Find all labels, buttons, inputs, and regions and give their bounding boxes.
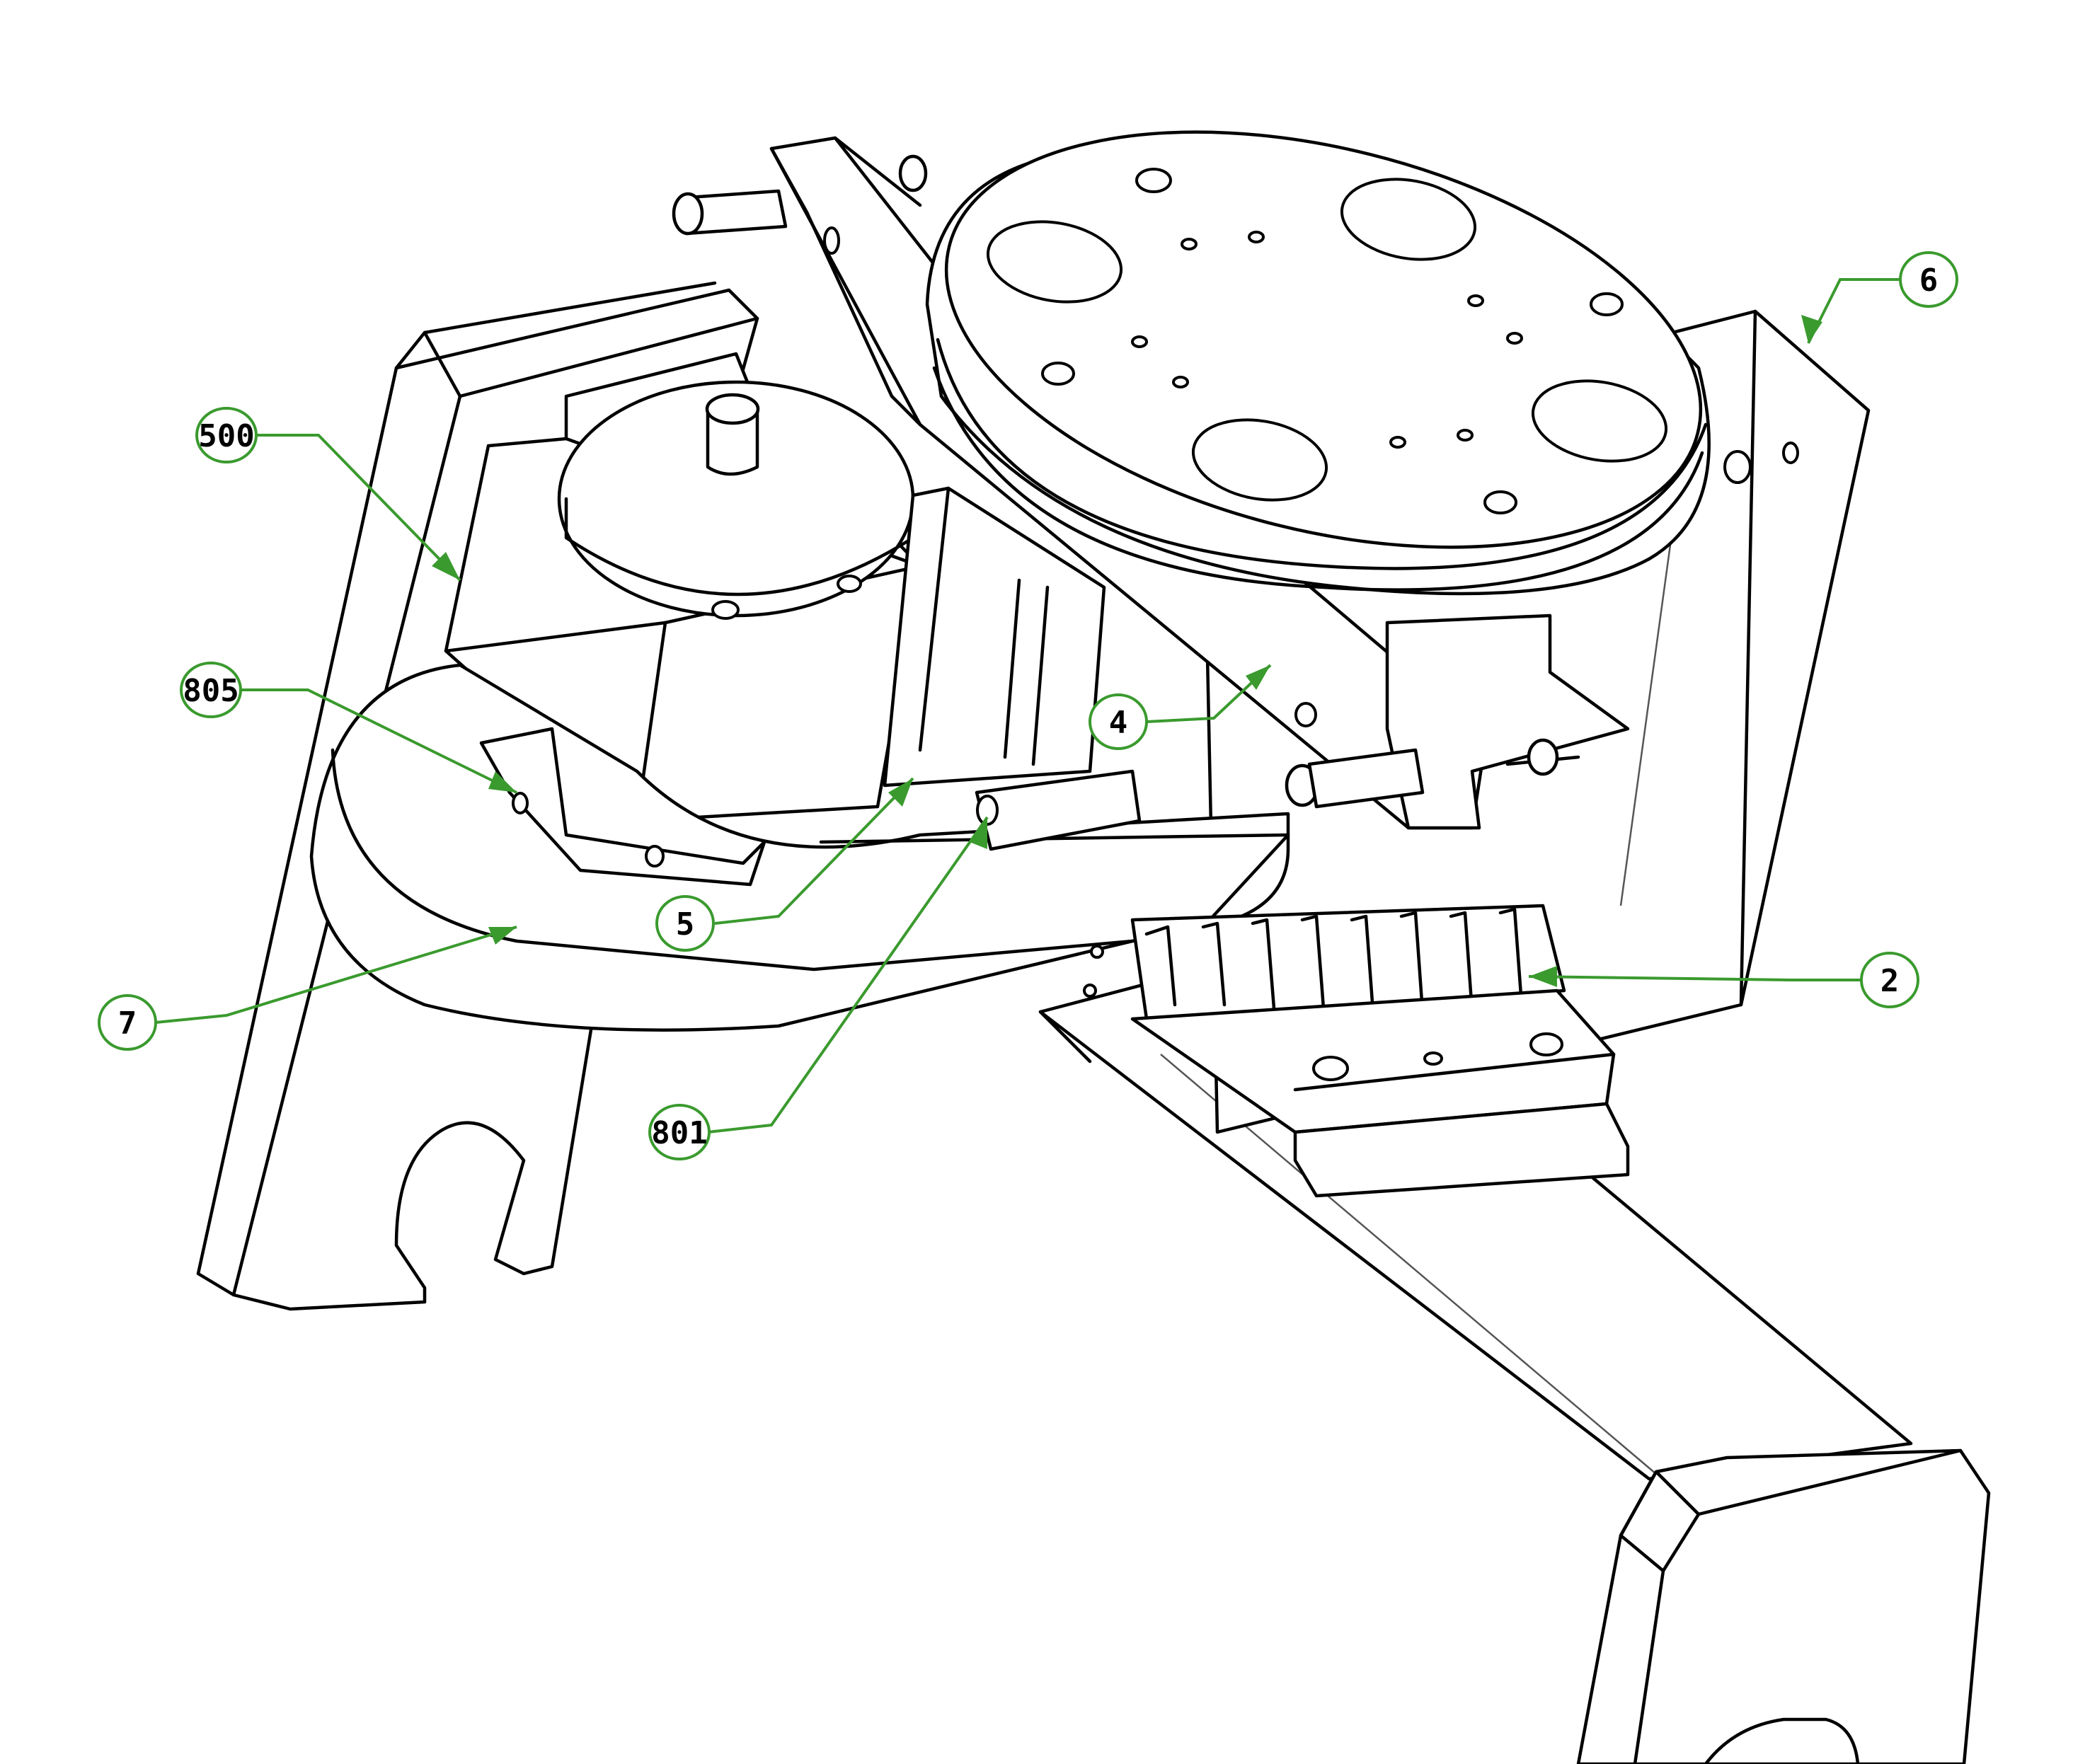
svg-text:500: 500: [198, 418, 254, 454]
clamp-805: [479, 727, 766, 887]
callout-801: 801: [648, 1104, 711, 1160]
arrow-2: [1529, 966, 1557, 987]
leader-801: [707, 816, 989, 1134]
callout-805: 805: [180, 662, 242, 718]
svg-text:7: 7: [118, 1005, 137, 1042]
arrow-5: [888, 778, 913, 807]
svg-text:2: 2: [1880, 963, 1900, 999]
svg-text:805: 805: [183, 673, 239, 709]
carriage: [1285, 613, 1630, 830]
leader-805: [241, 688, 517, 794]
leader-5: [714, 777, 914, 925]
svg-text:4: 4: [1109, 705, 1128, 741]
callout-6: 6: [1899, 251, 1958, 308]
leader-2: [1528, 975, 1861, 981]
callout-arrows: [432, 315, 1822, 987]
base-blocks: [1130, 988, 1630, 1198]
leader-7: [155, 926, 517, 1024]
leader-500: [255, 434, 461, 582]
arrow-6: [1801, 315, 1822, 343]
callout-7: 7: [98, 994, 157, 1051]
svg-text:801: 801: [651, 1115, 707, 1151]
callout-2: 2: [1860, 952, 1919, 1008]
callout-5: 5: [655, 895, 715, 952]
cylinder: [883, 486, 1106, 788]
arrow-4: [1246, 665, 1270, 690]
arrow-500: [432, 552, 460, 580]
rotary-disc: [925, 130, 1711, 596]
stepper-motor: [444, 352, 922, 823]
callout-500: 500: [195, 407, 258, 463]
arrow-7: [488, 927, 517, 945]
arrow-801: [970, 817, 987, 849]
gear-rack: [1130, 904, 1566, 1021]
svg-text:5: 5: [676, 906, 695, 942]
arrow-805: [488, 771, 517, 792]
callout-4: 4: [1089, 693, 1148, 750]
svg-text:6: 6: [1919, 263, 1939, 299]
end-block: [1576, 1448, 1991, 1764]
leader-6: [1807, 278, 1900, 344]
